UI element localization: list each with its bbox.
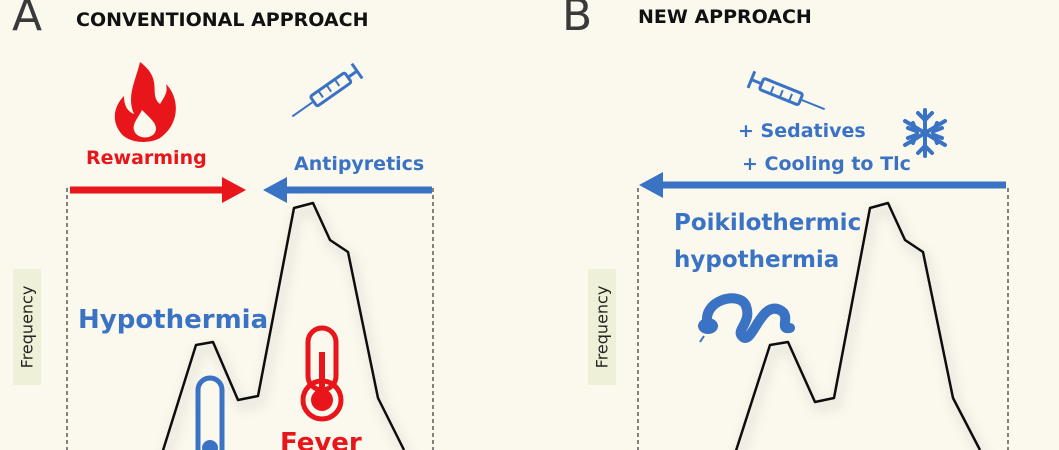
panel-b-letter: B [562, 0, 593, 41]
antipyretics-label: Antipyretics [294, 153, 425, 175]
cooling-label: + Cooling to Tlc [742, 153, 911, 175]
panel-a-title: CONVENTIONAL APPROACH [76, 9, 369, 31]
poikilothermic-label-line2: hypothermia [674, 247, 840, 273]
antipyretics-arrow-head [263, 177, 287, 203]
rewarming-label: Rewarming [86, 147, 207, 169]
snake-icon [698, 293, 795, 343]
snowflake-icon [903, 108, 947, 158]
panel-b-title: NEW APPROACH [638, 6, 812, 28]
panel-a-graphics [66, 62, 434, 450]
hypothermia-label: Hypothermia [78, 305, 269, 335]
sedatives-arrow-head [639, 172, 663, 198]
poikilothermic-label-line1: Poikilothermic [674, 210, 862, 236]
panel-b-y-axis-label: Frequency [588, 269, 616, 385]
panel-a-y-axis-label: Frequency [13, 269, 41, 385]
sedatives-label: + Sedatives [738, 120, 866, 142]
panel-a-frequency-curve [161, 201, 406, 450]
thermometer-icon [195, 375, 225, 450]
rewarming-arrow-head [222, 177, 246, 203]
syringe-icon [291, 62, 364, 118]
panel-b-graphics [637, 70, 1009, 450]
panel-b-frequency-curve [734, 201, 982, 450]
syringe-icon [746, 70, 826, 111]
flame-icon [114, 62, 176, 142]
thermometer-icon [300, 325, 344, 422]
fever-label: Fever [280, 428, 362, 450]
panel-a-letter: A [12, 0, 43, 41]
